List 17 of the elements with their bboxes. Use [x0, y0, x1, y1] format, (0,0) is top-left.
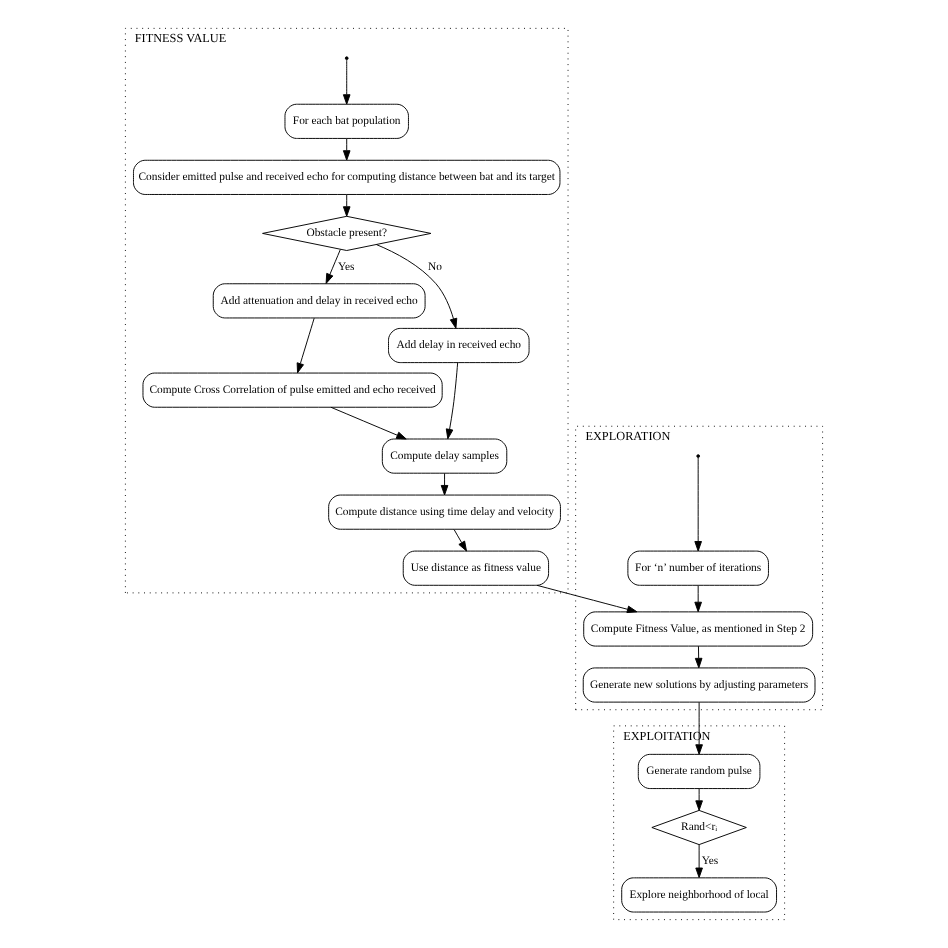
arrow — [445, 362, 459, 440]
arrow — [695, 844, 703, 878]
arrow — [453, 528, 467, 552]
arrow — [330, 406, 407, 440]
arrow — [342, 194, 351, 217]
arrow — [342, 138, 351, 161]
arrow — [296, 317, 315, 374]
arrow — [695, 701, 703, 755]
arrow — [440, 472, 449, 496]
arrow — [695, 788, 703, 811]
arrow — [694, 645, 703, 669]
arrow — [694, 457, 702, 552]
arrow — [342, 59, 351, 105]
arrow — [325, 249, 341, 284]
arrow — [375, 244, 458, 329]
arrow — [694, 585, 702, 613]
arrow — [536, 584, 638, 614]
